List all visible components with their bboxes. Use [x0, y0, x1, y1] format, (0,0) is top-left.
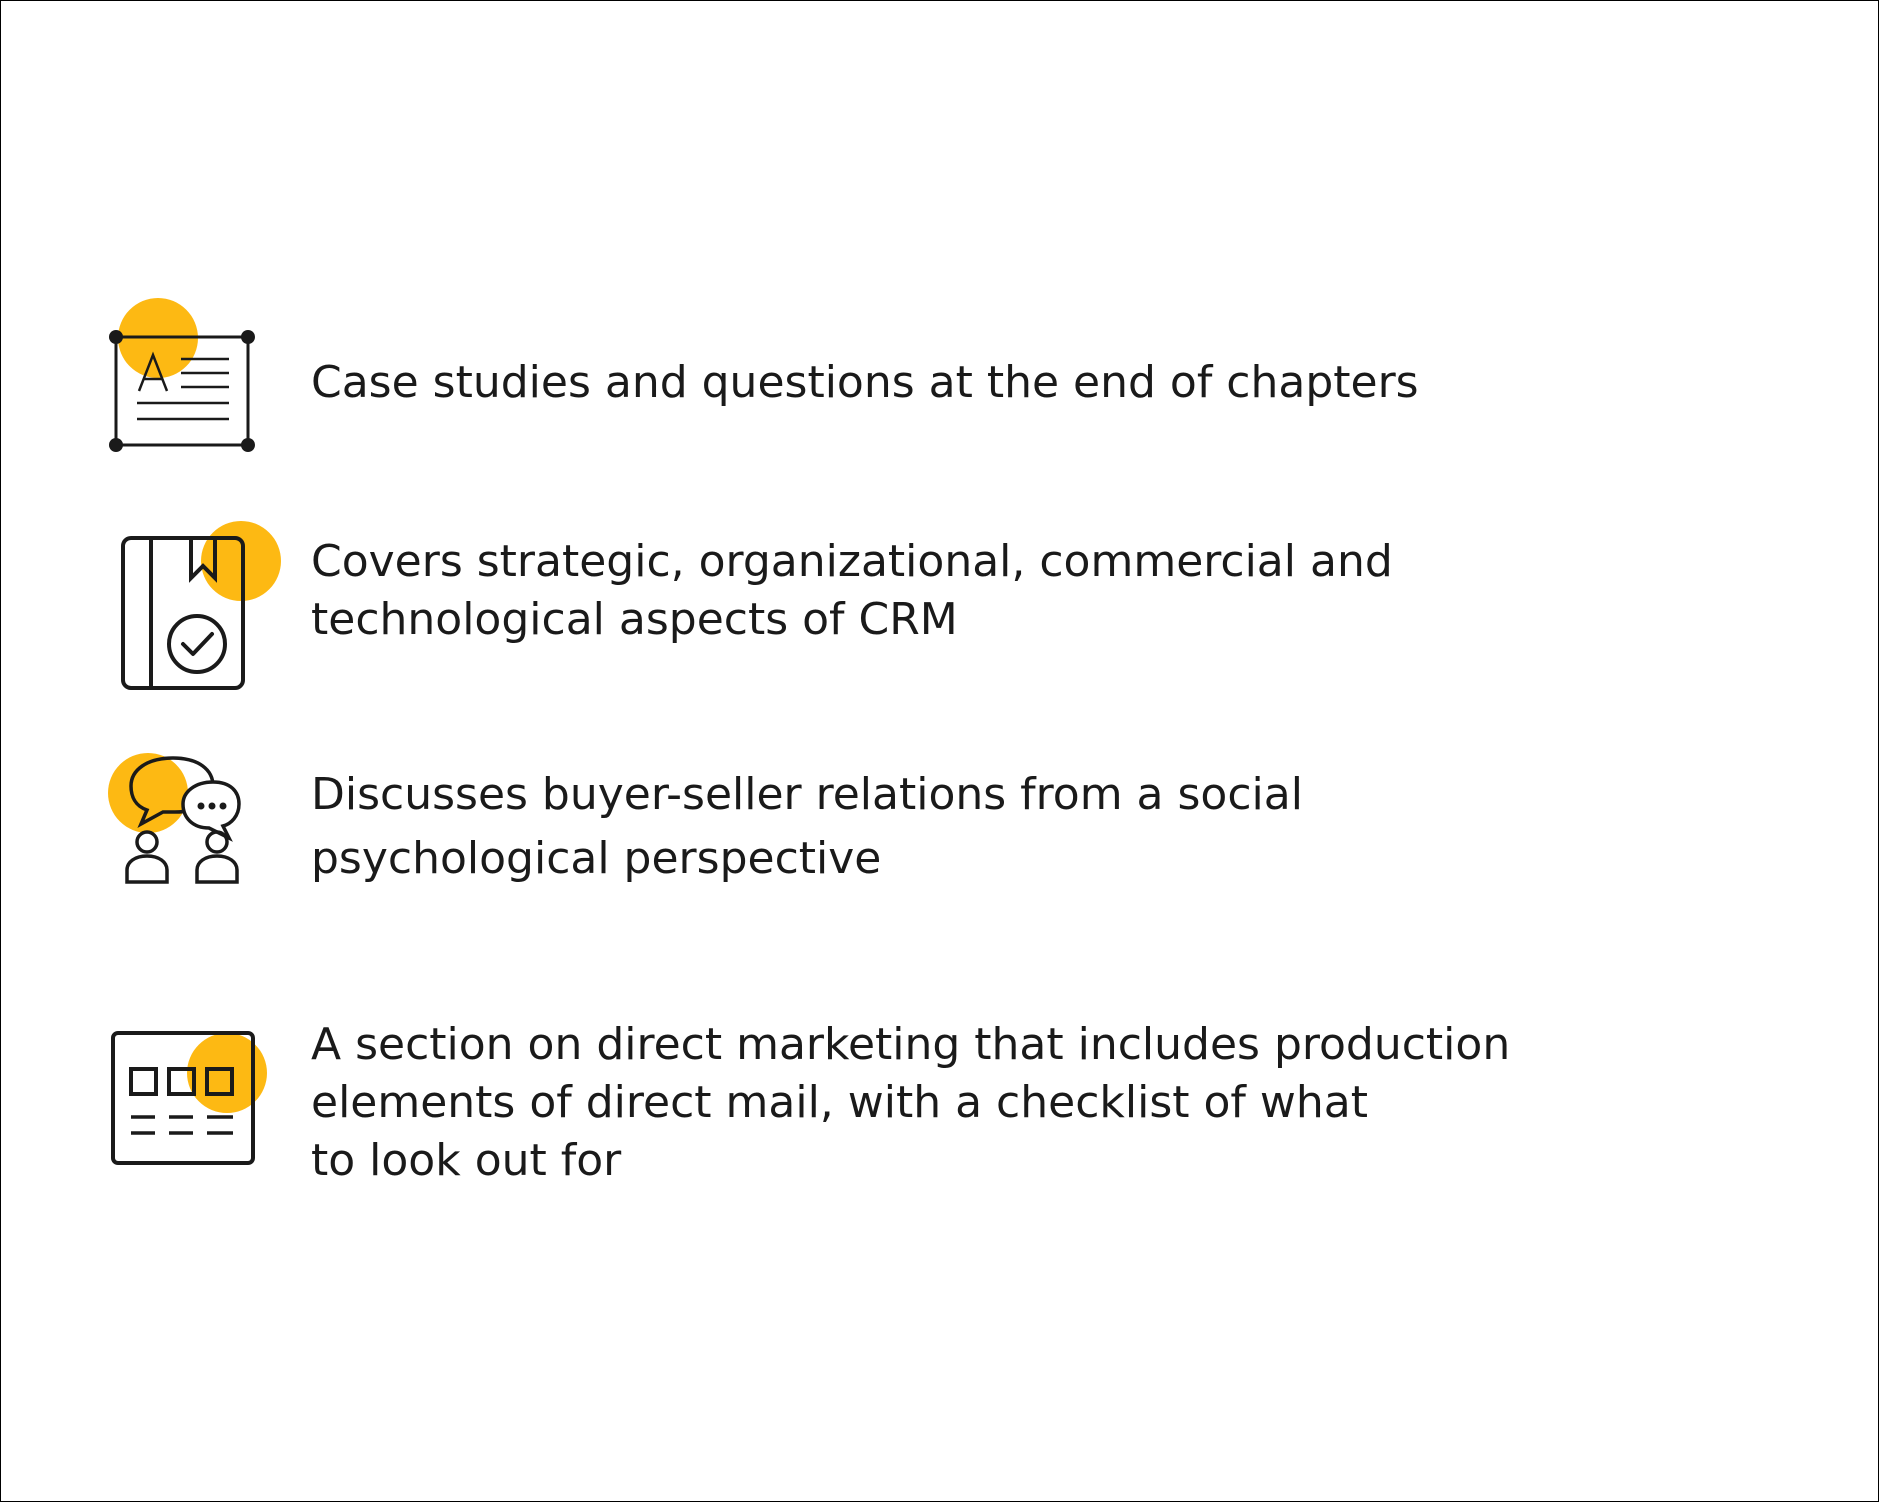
book-check-icon — [101, 516, 281, 690]
feature-text-line: Covers strategic, organizational, commer… — [311, 536, 1393, 587]
document-frame-icon — [101, 291, 271, 461]
feature-text: Covers strategic, organizational, commer… — [311, 533, 1641, 649]
feature-text: A section on direct marketing that inclu… — [311, 1016, 1641, 1190]
feature-text: Discusses buyer-seller relations from a … — [311, 766, 1641, 888]
feature-text-line: psychological perspective — [311, 833, 882, 884]
direct-mail-card-icon — [101, 1011, 271, 1181]
feature-text-line: to look out for — [311, 1135, 622, 1186]
feature-text-line: Discusses buyer-seller relations from a … — [311, 769, 1303, 820]
feature-text-line: elements of direct mail, with a checklis… — [311, 1077, 1368, 1128]
conversation-people-icon — [101, 746, 271, 916]
feature-text-line: Case studies and questions at the end of… — [311, 357, 1419, 408]
feature-text: Case studies and questions at the end of… — [311, 354, 1641, 412]
feature-text-line: A section on direct marketing that inclu… — [311, 1019, 1511, 1070]
feature-text-line: technological aspects of CRM — [311, 594, 958, 645]
